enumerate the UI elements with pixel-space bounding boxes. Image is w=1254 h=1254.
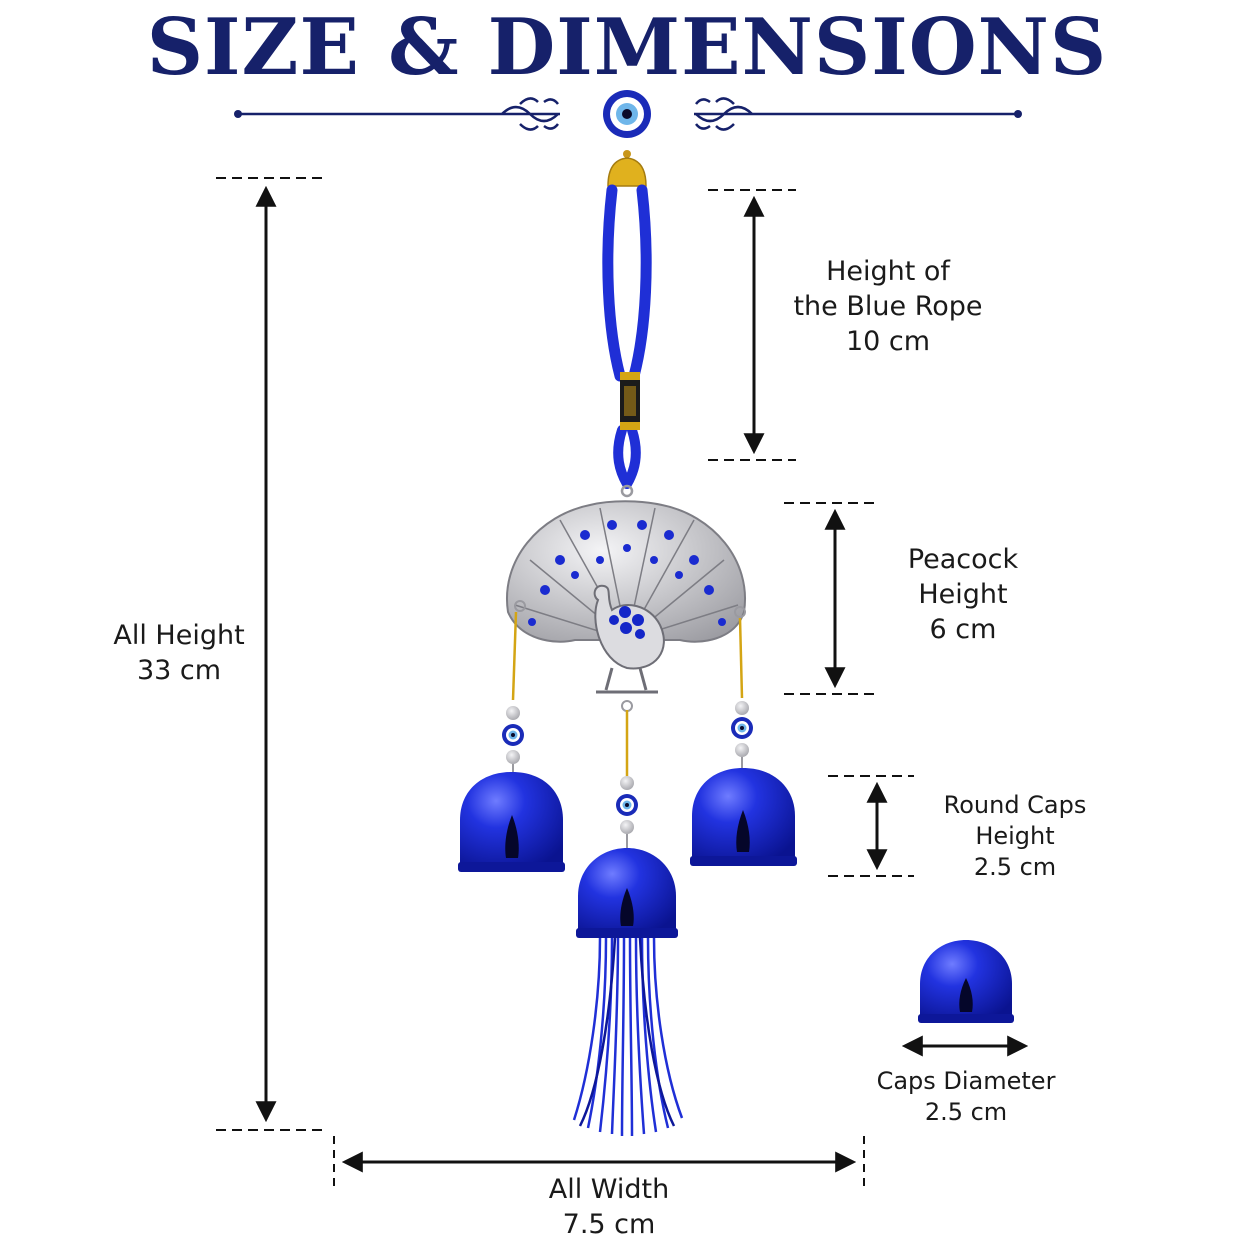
rope-height-line2: the Blue Rope [793, 291, 983, 323]
floral-flourish-icon [695, 97, 753, 131]
rope-height-value: 10 cm [845, 326, 931, 358]
peacock-height-guide [784, 502, 878, 695]
caps-height-label: Round Caps Height 2.5 cm [930, 790, 1100, 884]
blue-rope [602, 184, 652, 498]
all-height-value: 33 cm [136, 655, 222, 687]
peacock-ornament [505, 500, 747, 712]
tassel [572, 937, 684, 1137]
left-bell [458, 772, 565, 872]
caps-height-line1: Round Caps [943, 791, 1087, 819]
page-title: SIZE & DIMENSIONS [146, 2, 1108, 93]
single-cap [918, 940, 1014, 1023]
peacock-height-line1: Peacock [907, 544, 1019, 575]
all-width-value: 7.5 cm [562, 1209, 656, 1241]
floral-flourish-icon [501, 97, 559, 131]
rope-height-guide [708, 189, 796, 461]
right-bell [690, 768, 797, 866]
wind-chime-illustration [458, 150, 1014, 1137]
peacock-height-label: Peacock Height 6 cm [880, 542, 1046, 647]
rope-height-line1: Height of [826, 256, 950, 287]
caps-diameter-value: 2.5 cm [924, 1098, 1008, 1127]
left-bell-chain [502, 611, 524, 772]
center-bell-chain [616, 710, 638, 848]
rope-height-label: Height of the Blue Rope 10 cm [780, 254, 996, 359]
caps-height-guide [828, 775, 914, 877]
caps-diameter-line1: Caps Diameter [876, 1067, 1056, 1095]
right-bell-chain [731, 617, 753, 768]
peacock-height-value: 6 cm [929, 614, 997, 646]
all-height-guide [216, 177, 322, 1131]
all-height-label: All Height 33 cm [96, 618, 262, 688]
caps-height-value: 2.5 cm [973, 853, 1057, 882]
caps-diameter-label: Caps Diameter 2.5 cm [872, 1066, 1060, 1128]
all-height-line1: All Height [113, 620, 245, 651]
center-bell [576, 848, 678, 938]
all-width-guide [333, 1136, 865, 1190]
top-cap [607, 150, 647, 187]
all-width-label: All Width 7.5 cm [520, 1172, 698, 1242]
all-width-line1: All Width [548, 1174, 670, 1205]
header-divider [234, 90, 1022, 138]
peacock-height-line2: Height [918, 579, 1008, 611]
evil-eye-icon [603, 90, 651, 138]
caps-height-line2: Height [975, 822, 1055, 851]
